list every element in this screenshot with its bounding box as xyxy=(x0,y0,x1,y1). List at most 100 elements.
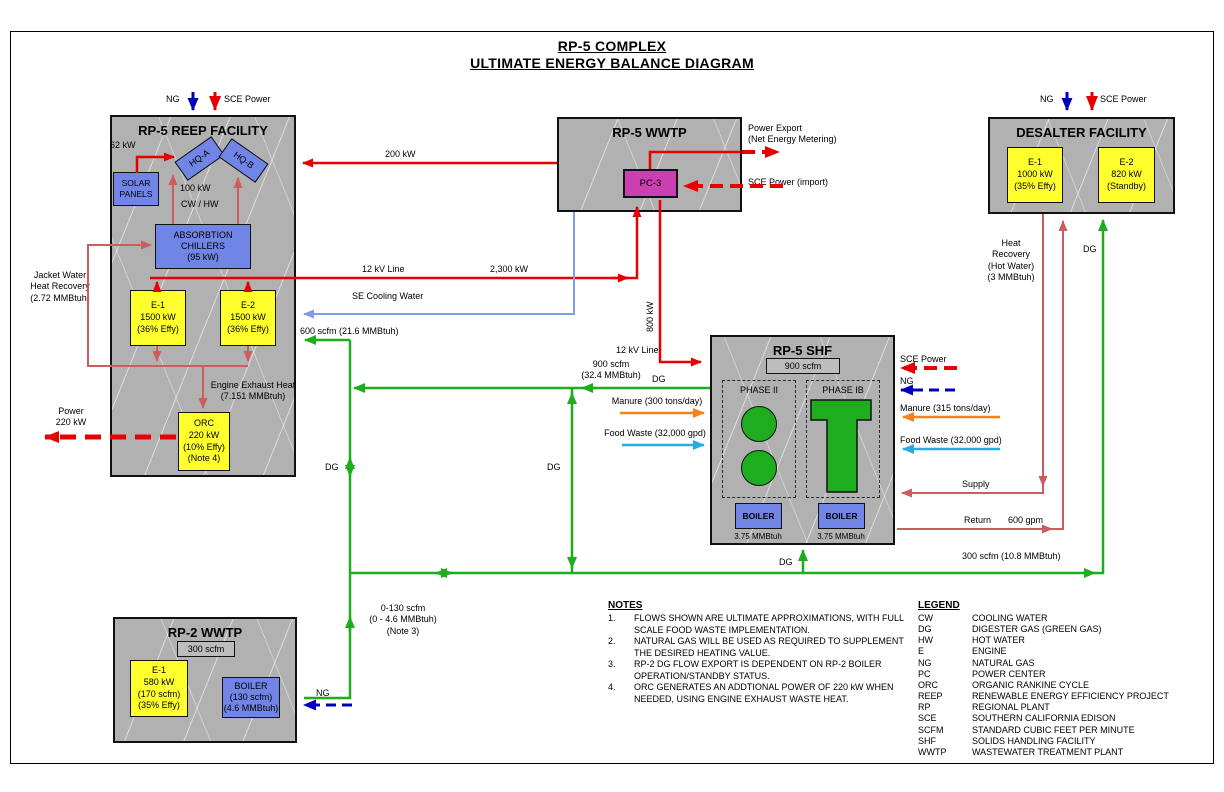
pc3-box: PC-3 xyxy=(623,169,678,198)
notes-section: NOTES FLOWS SHOWN ARE ULTIMATE APPROXIMA… xyxy=(608,600,910,705)
rp2-boiler-box: BOILER (130 scfm) (4.6 MMBtuh) xyxy=(222,677,280,718)
dg-mid-label: DG xyxy=(547,462,561,472)
desalter-facility-title: DESALTER FACILITY xyxy=(1016,125,1147,140)
dg-line-label: DG xyxy=(652,374,666,384)
legend-section: LEGEND CW COOLING WATER DG DIGESTER GAS … xyxy=(918,600,1216,758)
phase-1b-area: PHASE IB xyxy=(806,380,880,498)
reep-sce-label: SCE Power xyxy=(224,94,271,104)
notes-list: FLOWS SHOWN ARE ULTIMATE APPROXIMATIONS,… xyxy=(608,613,910,705)
diagram-subtitle: ULTIMATE ENERGY BALANCE DIAGRAM xyxy=(470,55,754,71)
legend-abbr: SHF xyxy=(918,735,936,746)
legend-abbr: NG xyxy=(918,657,932,668)
note-item: FLOWS SHOWN ARE ULTIMATE APPROXIMATIONS,… xyxy=(608,613,904,635)
shf-boiler-1: BOILER xyxy=(735,503,782,529)
dg-left-label: DG xyxy=(325,462,339,472)
legend-abbr: SCE xyxy=(918,713,937,724)
orc-box: ORC 220 kW (10% Effy) (Note 4) xyxy=(178,412,230,471)
boiler-1-capacity: 3.75 MMBtuh xyxy=(734,532,782,541)
shf-scfm-box: 900 scfm xyxy=(766,358,840,374)
shf-ng-label: NG xyxy=(900,376,914,386)
diagram-border xyxy=(10,31,1214,764)
reep-facility-title: RP-5 REEP FACILITY xyxy=(138,123,268,138)
scfm600-label: 600 scfm (21.6 MMBtuh) xyxy=(300,326,399,336)
digester-tank-2 xyxy=(741,450,777,486)
legend-abbr: HW xyxy=(918,635,933,646)
diagram-title: RP-5 COMPLEX xyxy=(557,38,667,54)
engine-exhaust-label: Engine Exhaust Heat (7.151 MMBtuh) xyxy=(210,380,296,402)
kw200-label: 200 kW xyxy=(385,149,416,159)
legend-abbr: RP xyxy=(918,702,931,713)
gpm-label: 600 gpm xyxy=(1008,515,1044,525)
legend-full: SOLIDS HANDLING FACILITY xyxy=(972,735,1096,746)
legend-full: ORGANIC RANKINE CYCLE xyxy=(972,679,1090,690)
se-cooling-water-label: SE Cooling Water xyxy=(352,291,424,301)
jacket-water-label: Jacket Water Heat Recovery (2.72 MMBtuh) xyxy=(30,270,90,303)
legend-full: REGIONAL PLANT xyxy=(972,702,1050,713)
notes-heading: NOTES xyxy=(608,600,643,611)
cw-hw-label: CW / HW xyxy=(181,199,219,209)
kw800-label: 800 kW xyxy=(645,301,655,332)
rp2-e1-box: E-1 580 kW (170 scfm) (35% Effy) xyxy=(130,660,188,717)
line-12kv-label: 12 kV Line xyxy=(362,264,405,274)
supply-label: Supply xyxy=(962,479,990,489)
legend-full: STANDARD CUBIC FEET PER MINUTE xyxy=(972,724,1135,735)
solar-panels-box: SOLAR PANELS xyxy=(113,172,159,206)
phase-2-label: PHASE II xyxy=(739,385,778,395)
absorption-chillers-box: ABSORBTION CHILLERS (95 kW) xyxy=(155,224,251,269)
rp2-ng-label: NG xyxy=(316,688,330,698)
boiler-2-capacity: 3.75 MMBtuh xyxy=(817,532,865,541)
note-item: ORC GENERATES AN ADDTIONAL POWER OF 220 … xyxy=(608,682,894,704)
legend-row: NG NATURAL GAS xyxy=(918,658,1216,669)
legend-row: E ENGINE xyxy=(918,646,1216,657)
manure-in-label: Manure (300 tons/day) xyxy=(611,396,703,406)
legend-full: HOT WATER xyxy=(972,635,1025,646)
shf-12kv-label: 12 kV Line xyxy=(616,345,659,355)
legend-row: DG DIGESTER GAS (GREEN GAS) xyxy=(918,624,1216,635)
legend-full: NATURAL GAS xyxy=(972,657,1035,668)
reep-e2-box: E-2 1500 kW (36% Effy) xyxy=(220,290,276,346)
legend-row: RP REGIONAL PLANT xyxy=(918,702,1216,713)
shf-dg-label: DG xyxy=(779,557,793,567)
scfm300-label: 300 scfm (10.8 MMBtuh) xyxy=(962,551,1061,561)
legend-full: ENGINE xyxy=(972,646,1007,657)
legend-row: CW COOLING WATER xyxy=(918,613,1216,624)
rp5-wwtp-title: RP-5 WWTP xyxy=(612,125,687,140)
note-item: RP-2 DG FLOW EXPORT IS DEPENDENT ON RP-2… xyxy=(608,659,882,681)
rp2-scfm-box: 300 scfm xyxy=(177,641,235,657)
reep-ng-label: NG xyxy=(166,94,180,104)
legend-row: ORC ORGANIC RANKINE CYCLE xyxy=(918,680,1216,691)
legend-abbr: SCFM xyxy=(918,724,944,735)
foodwaste-in-label: Food Waste (32,000 gpd) xyxy=(604,428,706,438)
legend-full: WASTEWATER TREATMENT PLANT xyxy=(972,746,1124,757)
legend-full: POWER CENTER xyxy=(972,668,1046,679)
legend-abbr: PC xyxy=(918,668,931,679)
desalter-ng-label: NG xyxy=(1040,94,1054,104)
legend-row: SHF SOLIDS HANDLING FACILITY xyxy=(918,736,1216,747)
legend-abbr: DG xyxy=(918,624,932,635)
note-item: NATURAL GAS WILL BE USED AS REQUIRED TO … xyxy=(608,636,904,658)
legend-abbr: ORC xyxy=(918,679,938,690)
legend-row: HW HOT WATER xyxy=(918,635,1216,646)
rp5-shf-title: RP-5 SHF xyxy=(772,343,833,358)
legend-full: DIGESTER GAS (GREEN GAS) xyxy=(972,624,1102,635)
legend-list: CW COOLING WATER DG DIGESTER GAS (GREEN … xyxy=(918,613,1216,758)
legend-row: PC POWER CENTER xyxy=(918,669,1216,680)
scfm900-label: 900 scfm (32.4 MMBtuh) xyxy=(581,359,641,381)
solar-kw-label: 62 kW xyxy=(110,140,136,150)
kw2300-label: 2,300 kW xyxy=(490,264,529,274)
rp2-wwtp-title: RP-2 WWTP xyxy=(167,625,243,640)
desalter-e2-box: E-2 820 kW (Standby) xyxy=(1098,147,1155,203)
legend-row: SCFM STANDARD CUBIC FEET PER MINUTE xyxy=(918,725,1216,736)
sce-import-label: SCE Power (import) xyxy=(748,177,829,187)
legend-row: REEP RENEWABLE ENERGY EFFICIENCY PROJECT xyxy=(918,691,1216,702)
legend-row: SCE SOUTHERN CALIFORNIA EDISON xyxy=(918,713,1216,724)
desalter-e1-box: E-1 1000 kW (35% Effy) xyxy=(1007,147,1063,203)
legend-heading: LEGEND xyxy=(918,600,960,611)
legend-abbr: CW xyxy=(918,613,933,623)
legend-full: SOUTHERN CALIFORNIA EDISON xyxy=(972,713,1116,724)
return-label: Return xyxy=(964,515,992,525)
foodwaste-right-label: Food Waste (32,000 gpd) xyxy=(900,435,1002,445)
phase-1b-label: PHASE IB xyxy=(822,385,864,395)
power-export-label: Power Export (Net Energy Metering) xyxy=(748,123,837,145)
desalter-dg-label: DG xyxy=(1083,244,1097,254)
